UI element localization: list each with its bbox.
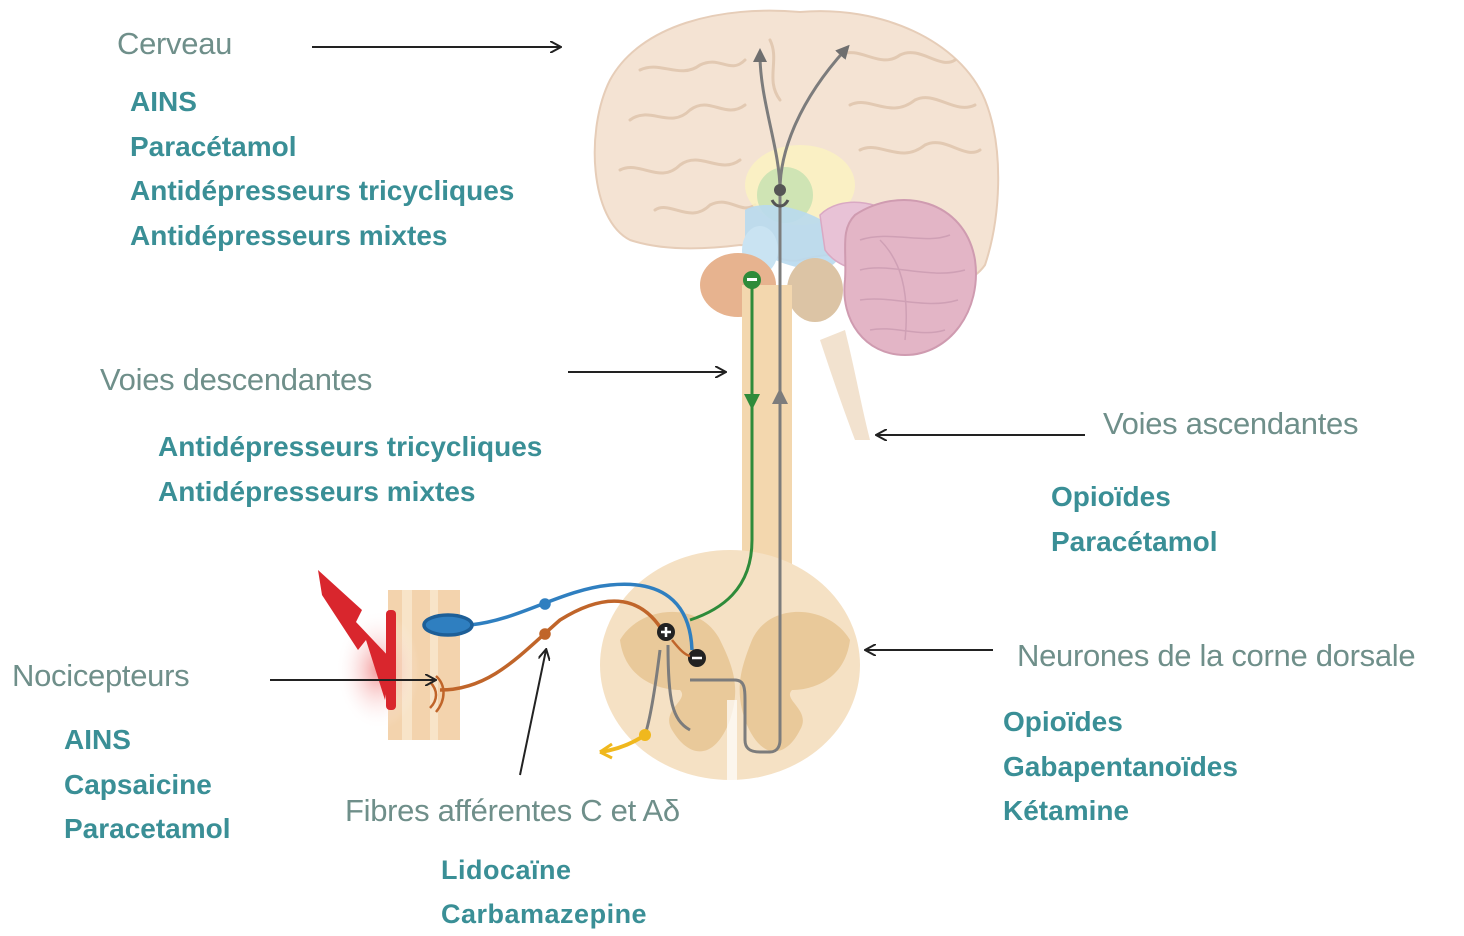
brain-icon bbox=[595, 11, 998, 440]
drugs-cerveau: AINS Paracétamol Antidépresseurs tricycl… bbox=[130, 80, 514, 258]
drug-item: Paracétamol bbox=[1051, 520, 1218, 565]
drug-item: Lidocaïne bbox=[441, 848, 647, 892]
label-corne-dorsale: Neurones de la corne dorsale bbox=[1017, 638, 1415, 674]
drugs-fibres: Lidocaïne Carbamazepine bbox=[441, 848, 647, 936]
drug-item: AINS bbox=[130, 80, 514, 125]
drug-item: Capsaicine bbox=[64, 763, 231, 808]
drugs-voies-descendantes: Antidépresseurs tricycliques Antidépress… bbox=[158, 425, 542, 514]
yellow-efferent bbox=[600, 735, 645, 758]
drug-item: Paracétamol bbox=[130, 125, 514, 170]
drug-item: Paracetamol bbox=[64, 807, 231, 852]
drug-item: Kétamine bbox=[1003, 789, 1238, 834]
drug-item: Opioïdes bbox=[1003, 700, 1238, 745]
drugs-corne-dorsale: Opioïdes Gabapentanoïdes Kétamine bbox=[1003, 700, 1238, 834]
drug-item: Gabapentanoïdes bbox=[1003, 745, 1238, 790]
label-nocicepteurs: Nocicepteurs bbox=[12, 658, 189, 694]
drug-item: Opioïdes bbox=[1051, 475, 1218, 520]
drug-item: Antidépresseurs mixtes bbox=[130, 214, 514, 259]
label-cerveau: Cerveau bbox=[117, 26, 232, 62]
drug-item: AINS bbox=[64, 718, 231, 763]
label-voies-ascendantes: Voies ascendantes bbox=[1103, 406, 1358, 442]
drug-item: Antidépresseurs mixtes bbox=[158, 470, 542, 515]
label-voies-descendantes: Voies descendantes bbox=[100, 362, 372, 398]
drug-item: Carbamazepine bbox=[441, 892, 647, 936]
drug-item: Antidépresseurs tricycliques bbox=[130, 169, 514, 214]
label-fibres: Fibres afférentes C et Aδ bbox=[345, 793, 680, 829]
drug-item: Antidépresseurs tricycliques bbox=[158, 425, 542, 470]
drugs-voies-ascendantes: Opioïdes Paracétamol bbox=[1051, 475, 1218, 564]
arrow-fibres bbox=[520, 650, 546, 775]
drugs-nocicepteurs: AINS Capsaicine Paracetamol bbox=[64, 718, 231, 852]
ascending-synapse bbox=[774, 184, 786, 196]
